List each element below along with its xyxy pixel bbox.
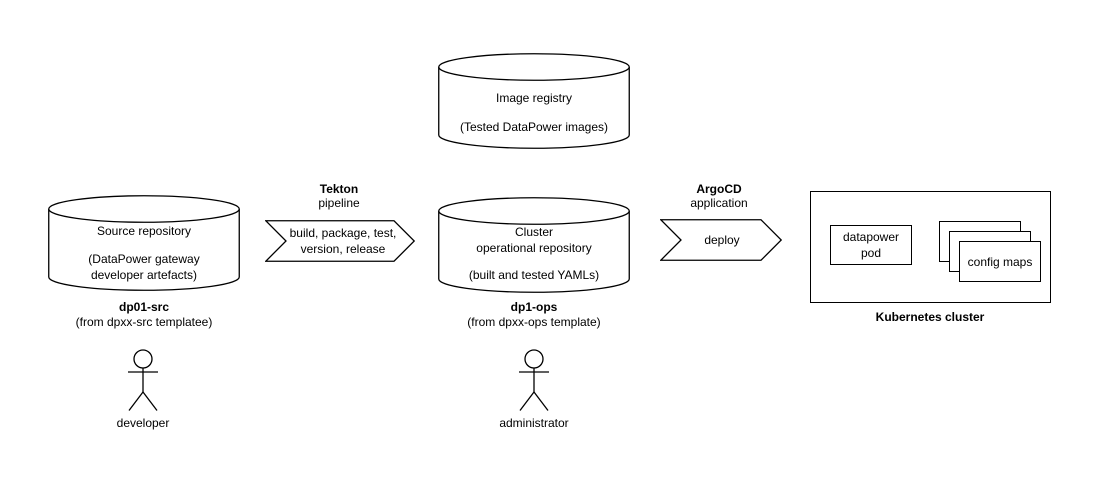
stick-figure-icon: [519, 349, 549, 411]
kubernetes-cluster-label: Kubernetes cluster: [875, 310, 985, 324]
config-maps-label: config maps: [967, 254, 1033, 269]
tekton-subtitle: pipeline: [318, 196, 360, 210]
chevron-arrow-icon: [659, 219, 783, 261]
ops-repo-title: Cluster operational repository: [476, 225, 592, 255]
stick-figure-icon: [128, 349, 158, 411]
developer-label: developer: [116, 416, 170, 430]
argocd-subtitle: application: [690, 196, 748, 210]
config-maps-front: config maps: [959, 241, 1041, 282]
tekton-arrow: [264, 220, 416, 266]
administrator-label: administrator: [499, 416, 569, 430]
image-registry-cylinder: [438, 53, 630, 153]
source-repo-subtitle: (DataPower gateway developer artefacts): [88, 252, 200, 282]
ops-repo-cylinder: [438, 197, 630, 297]
datapower-pod-box: datapower pod: [830, 225, 912, 265]
image-registry-title: Image registry: [495, 91, 573, 105]
chevron-arrow-icon: [264, 220, 416, 262]
cylinder-icon: [438, 53, 630, 149]
source-repo-note: (from dpxx-src templatee): [75, 315, 213, 329]
cylinder-icon: [48, 195, 240, 291]
argocd-arrow: [659, 219, 783, 265]
ops-repo-name: dp1-ops: [510, 300, 558, 314]
developer-actor-icon: [126, 349, 160, 416]
tekton-arrow-label: build, package, test, version, release: [289, 226, 397, 256]
cylinder-icon: [438, 197, 630, 293]
tekton-title: Tekton: [319, 182, 359, 196]
image-registry-subtitle: (Tested DataPower images): [459, 120, 609, 134]
source-repo-title: Source repository: [96, 224, 192, 238]
argocd-arrow-label: deploy: [704, 233, 740, 247]
ops-repo-note: (from dpxx-ops template): [467, 315, 601, 329]
administrator-actor-icon: [517, 349, 551, 416]
datapower-pod-label: datapower pod: [842, 230, 900, 260]
source-repo-cylinder: [48, 195, 240, 295]
source-repo-name: dp01-src: [118, 300, 170, 314]
argocd-title: ArgoCD: [696, 182, 742, 196]
ops-repo-subtitle: (built and tested YAMLs): [468, 268, 600, 282]
